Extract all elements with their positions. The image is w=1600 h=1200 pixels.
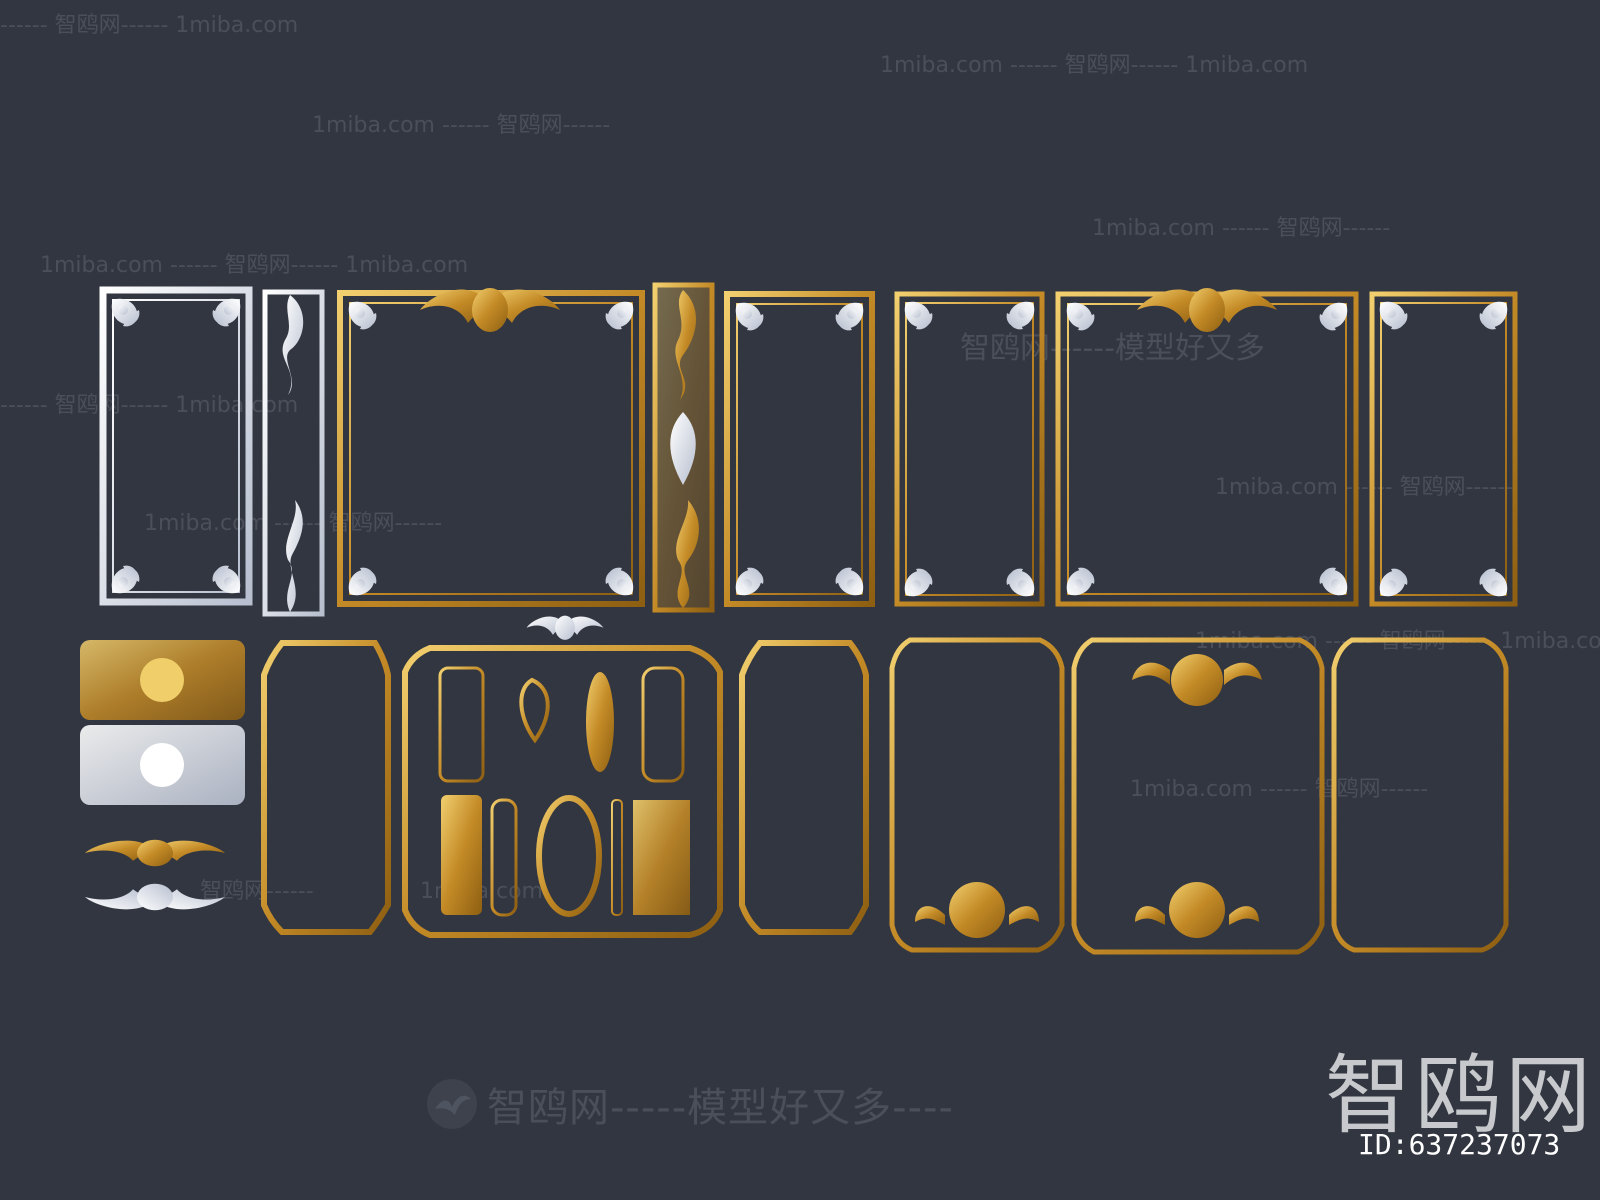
asset-id-label: ID:637237073	[1358, 1128, 1561, 1161]
frame-gold-rosette-top-bottom	[1071, 637, 1325, 955]
frame-gold-tall-1	[261, 640, 391, 935]
applique-gold-crest	[85, 839, 225, 867]
watermark-text: 1miba.com ------ 智鸥网------	[312, 113, 610, 138]
watermark-layer: ------ 智鸥网------ 1miba.com 1miba.com ----…	[0, 13, 1600, 904]
applique-white-rosette	[80, 725, 245, 805]
frame-gold-ornament-sheet	[402, 615, 723, 938]
frame-gold-panel-1	[724, 291, 875, 607]
footer-brand: 智鸥网-----模型好又多----	[425, 1075, 954, 1133]
frame-gold-rosette-bottom	[889, 637, 1065, 953]
frame-gold-wide-crest	[1055, 288, 1359, 607]
watermark-text: 1miba.com ------ 智鸥网------ 1miba.com	[880, 53, 1308, 78]
frame-gold-tall-2	[739, 640, 869, 935]
frame-gold-large-crest	[337, 288, 645, 607]
watermark-text: 1miba.com ------ 智鸥网------	[1130, 777, 1428, 802]
frame-gold-plain	[1331, 637, 1509, 953]
watermark-text: 1miba.com ------ 智鸥网------	[1092, 216, 1390, 241]
watermark-text: 1miba.com ------ 智鸥网------	[1215, 475, 1513, 500]
frame-gold-panel-2	[894, 291, 1045, 607]
corner-logo: 智鸥网	[1325, 1046, 1595, 1146]
watermark-text: ------ 智鸥网------ 1miba.com	[0, 13, 298, 38]
frame-gold-panel-3	[1369, 291, 1518, 607]
gull-logo-icon	[427, 1079, 477, 1129]
frame-white-narrow	[262, 289, 325, 617]
watermark-text: ------ 智鸥网------ 1miba.com	[0, 393, 298, 418]
frame-white-panel	[99, 286, 253, 606]
applique-gold-rosette	[80, 640, 245, 720]
watermark-text: 智鸥网------模型好又多	[960, 331, 1265, 366]
footer-brand-text: 智鸥网-----模型好又多----	[487, 1085, 954, 1131]
frame-gold-narrow	[652, 282, 715, 613]
watermark-text: 1miba.com ------ 智鸥网------ 1miba.com	[40, 253, 468, 278]
